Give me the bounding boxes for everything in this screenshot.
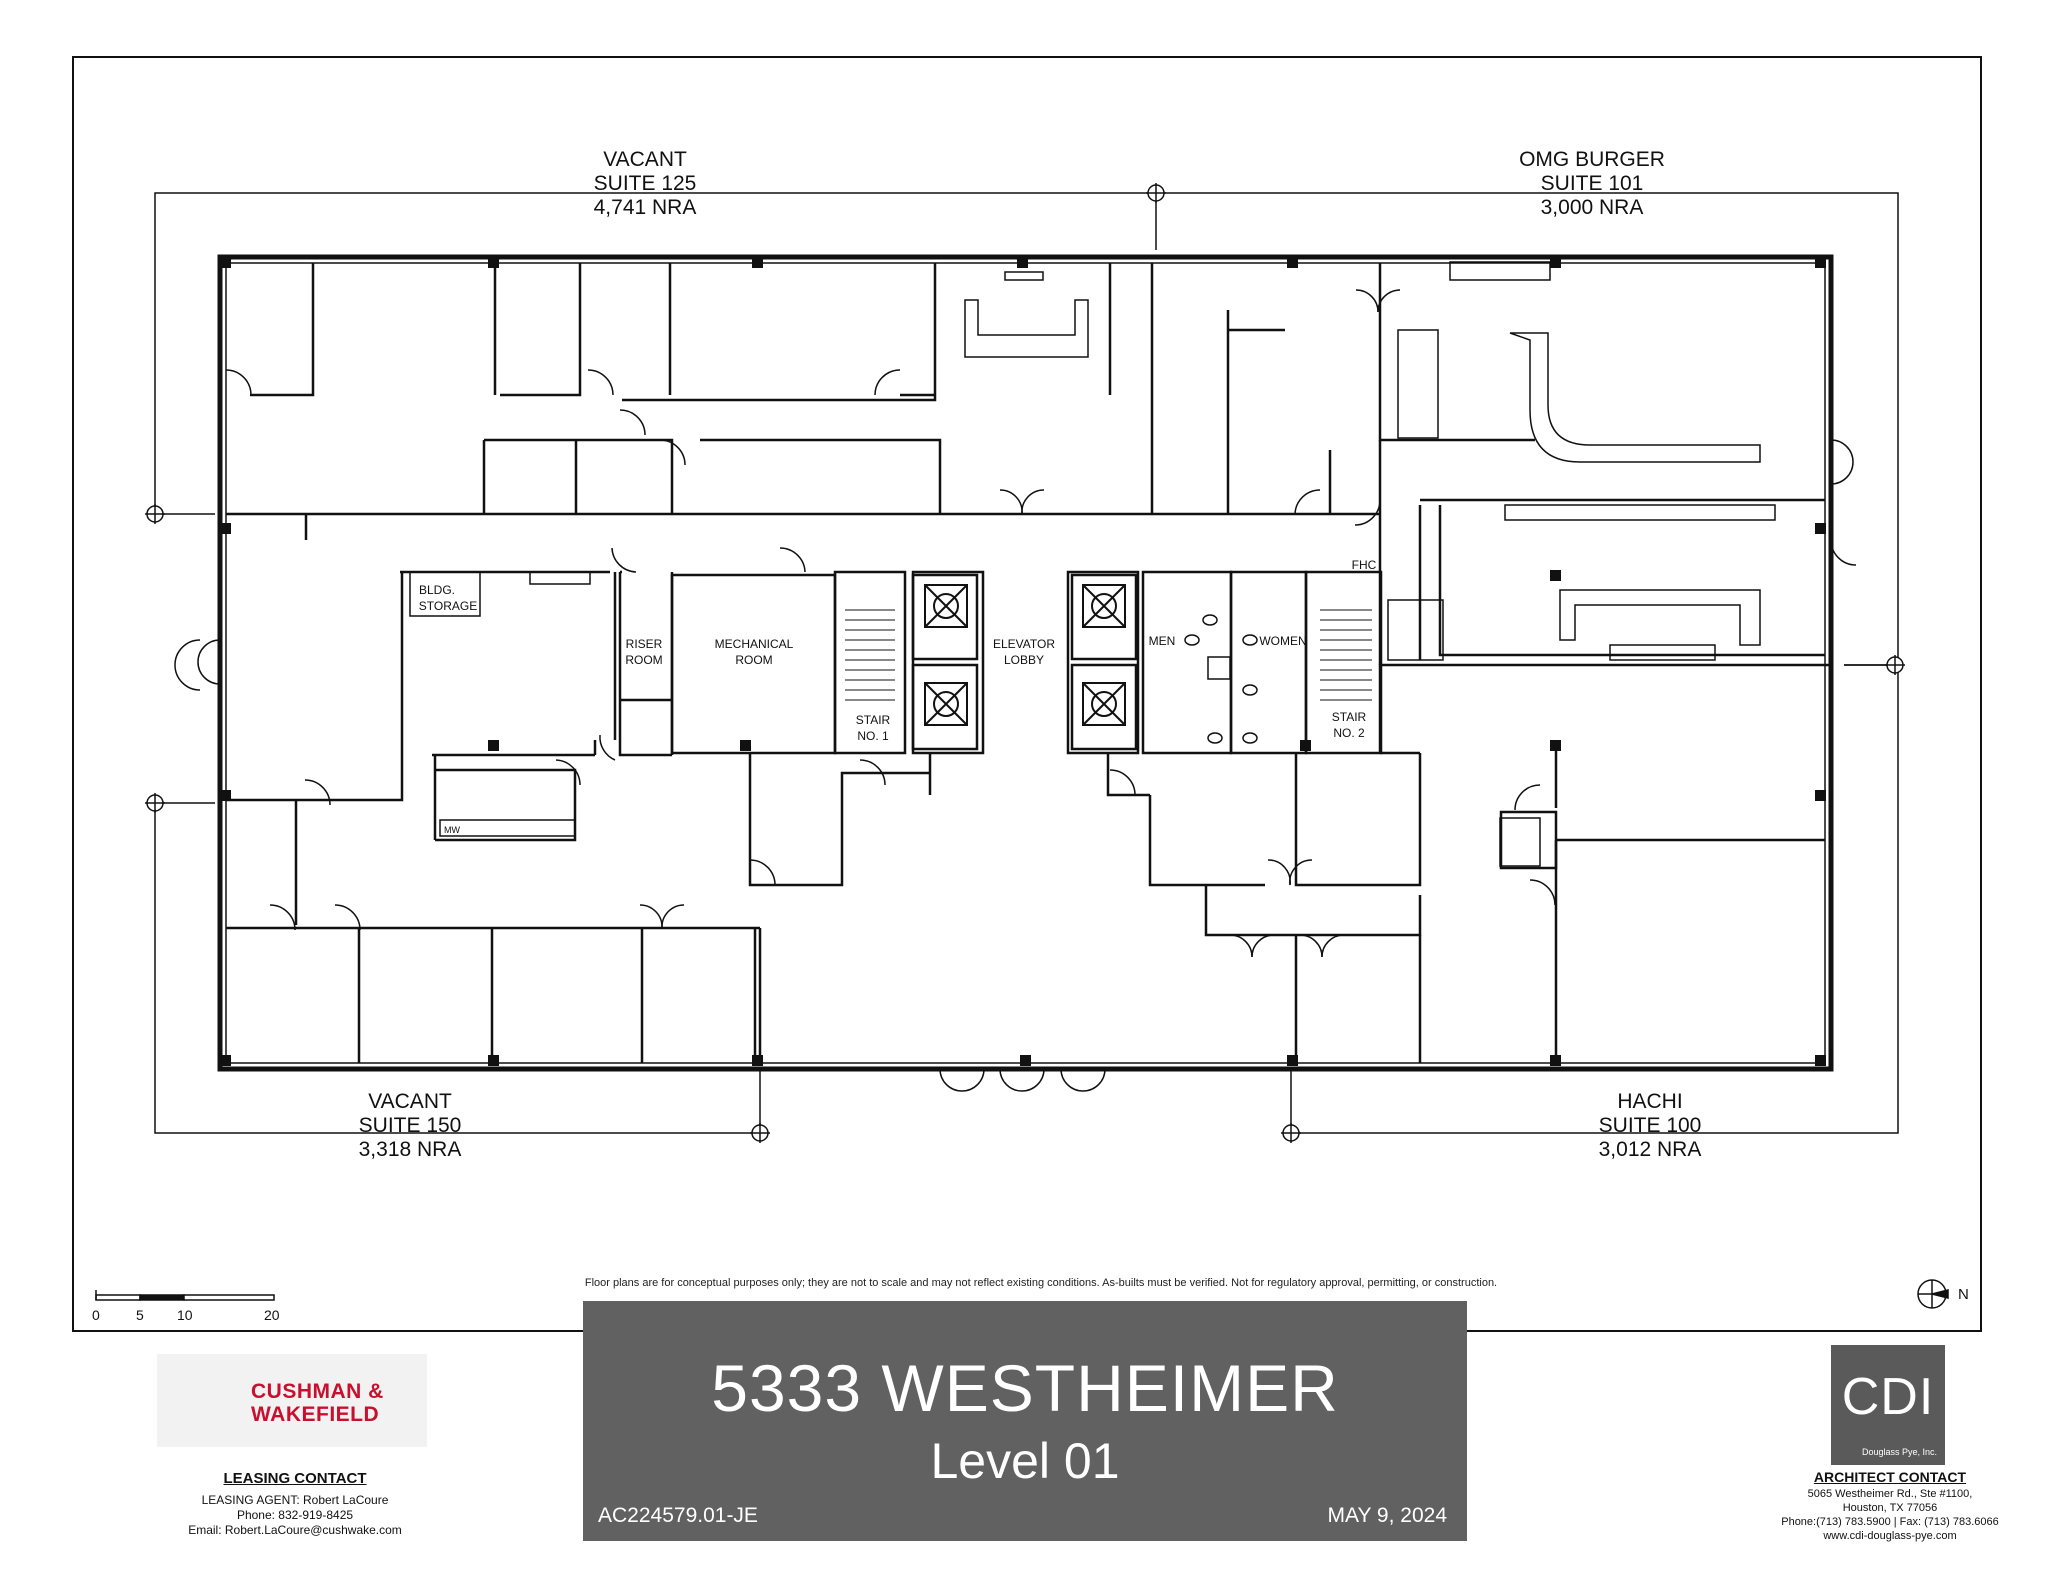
north-label: N: [1958, 1286, 1969, 1303]
suite-125-area: 4,741 NRA: [593, 196, 697, 219]
leasing-agent: LEASING AGENT: Robert LaCoure: [201, 1493, 389, 1507]
room-label-women: WOMEN: [1259, 634, 1306, 648]
room-label-elevator-lobby-2: LOBBY: [1004, 653, 1044, 667]
architect-heading: ARCHITECT CONTACT: [1813, 1469, 1967, 1485]
scale-tick-5: 5: [136, 1307, 144, 1323]
building-title: 5333 WESTHEIMER: [711, 1351, 1339, 1425]
leasing-email: Email: Robert.LaCoure@cushwake.com: [188, 1523, 402, 1537]
fixtures: [409, 261, 1776, 867]
disclaimer: Floor plans are for conceptual purposes …: [584, 1277, 1498, 1289]
north-arrow-icon: [1917, 1279, 1949, 1309]
cdi-logo: CDI Douglass Pye, Inc.: [1831, 1345, 1945, 1465]
grid-bubbles: [145, 183, 1905, 1143]
leasing-contact: LEASING CONTACT LEASING AGENT: Robert La…: [150, 1470, 440, 1538]
scale-tick-0: 0: [92, 1307, 100, 1323]
suite-150-number: SUITE 150: [358, 1114, 462, 1137]
architect-phone: Phone:(713) 783.5900 | Fax: (713) 783.60…: [1781, 1516, 1999, 1528]
room-label-mw: MW: [444, 825, 460, 835]
suite-125-label: VACANT SUITE 125 4,741 NRA: [485, 148, 805, 220]
elevator-shafts: [924, 584, 1126, 726]
room-label-fhc: FHC: [1352, 558, 1377, 572]
cdi-logo-sub: Douglass Pye, Inc.: [1861, 1447, 1937, 1457]
room-label-riser-2: ROOM: [625, 653, 662, 667]
room-label-stair1-1: STAIR: [856, 713, 891, 727]
room-labels: BLDG. STORAGE RISER ROOM MECHANICAL ROOM…: [419, 558, 1377, 835]
suite-101-status: OMG BURGER: [1519, 148, 1665, 171]
suite-125-number: SUITE 125: [593, 172, 697, 195]
suite-101-area: 3,000 NRA: [1540, 196, 1644, 219]
suite-101-label: OMG BURGER SUITE 101 3,000 NRA: [1432, 148, 1752, 220]
cw-logo-text: CUSHMAN & WAKEFIELD: [251, 1380, 384, 1426]
suite-150-area: 3,318 NRA: [358, 1138, 462, 1161]
project-code: AC224579.01-JE: [598, 1504, 758, 1527]
suite-150-status: VACANT: [368, 1090, 452, 1113]
suite-100-number: SUITE 100: [1598, 1114, 1702, 1137]
leasing-heading: LEASING CONTACT: [223, 1470, 367, 1487]
architect-contact: ARCHITECT CONTACT 5065 Westheimer Rd., S…: [1740, 1469, 2040, 1543]
interior-walls: [226, 263, 1831, 1063]
cushman-wakefield-logo: CUSHMAN & WAKEFIELD: [157, 1354, 427, 1447]
stair-treads: [845, 609, 1372, 701]
cw-logo-line-1: CUSHMAN &: [251, 1380, 384, 1403]
suite-100-area: 3,012 NRA: [1598, 1138, 1702, 1161]
scale-tick-20: 20: [264, 1307, 280, 1323]
level-title: Level 01: [930, 1433, 1120, 1489]
leasing-phone: Phone: 832-919-8425: [236, 1508, 354, 1522]
suite-100-status: HACHI: [1617, 1090, 1683, 1113]
architect-web: www.cdi-douglass-pye.com: [1823, 1530, 1957, 1542]
room-label-mechanical-2: ROOM: [735, 653, 772, 667]
grid-lines: [154, 192, 1899, 1134]
suite-101-number: SUITE 101: [1540, 172, 1644, 195]
room-label-mechanical-1: MECHANICAL: [715, 637, 794, 651]
scale-bar: [95, 1290, 275, 1301]
room-label-elevator-lobby-1: ELEVATOR: [993, 637, 1055, 651]
plan-date: MAY 9, 2024: [1327, 1504, 1447, 1527]
architect-address-1: 5065 Westheimer Rd., Ste #1100,: [1807, 1488, 1973, 1500]
room-label-riser-1: RISER: [626, 637, 663, 651]
room-label-men: MEN: [1149, 634, 1176, 648]
cdi-logo-text: CDI: [1841, 1368, 1935, 1426]
door-swings: [174, 289, 1857, 1092]
room-label-stair1-2: NO. 1: [857, 729, 889, 743]
suite-100-label: HACHI SUITE 100 3,012 NRA: [1490, 1090, 1810, 1162]
scale-tick-10: 10: [177, 1307, 193, 1323]
suite-150-label: VACANT SUITE 150 3,318 NRA: [250, 1090, 570, 1162]
room-label-bldg-storage-2: STORAGE: [419, 599, 477, 613]
cw-logo-line-2: WAKEFIELD: [251, 1403, 380, 1426]
suite-125-status: VACANT: [603, 148, 687, 171]
room-label-bldg-storage-1: BLDG.: [419, 583, 455, 597]
title-block: 5333 WESTHEIMER Level 01 AC224579.01-JE …: [583, 1301, 1467, 1541]
room-label-stair2-2: NO. 2: [1333, 726, 1365, 740]
architect-address-2: Houston, TX 77056: [1842, 1502, 1938, 1514]
room-label-stair2-1: STAIR: [1332, 710, 1367, 724]
